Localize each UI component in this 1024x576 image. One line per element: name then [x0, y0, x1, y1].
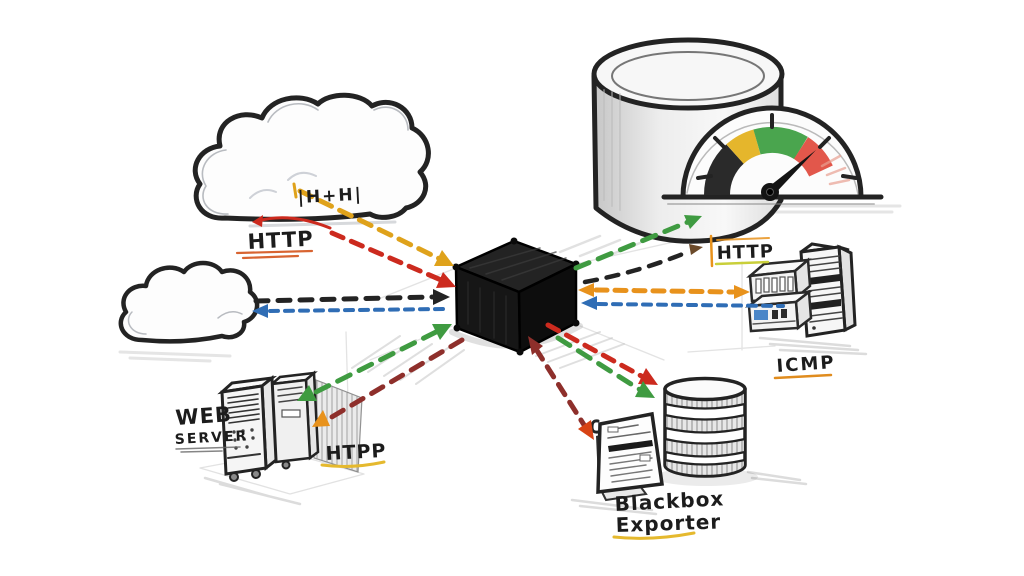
gauge-segment-red [793, 137, 833, 178]
http-cloud-swoosh-head [252, 215, 263, 227]
arrow-box-http-black-line [582, 248, 693, 285]
led-strip [754, 310, 768, 320]
arrows [252, 182, 785, 440]
icmp-underline [773, 373, 833, 380]
big-cloud [192, 92, 431, 222]
http-server-overline [716, 237, 770, 241]
icmp-server [744, 242, 857, 338]
arrow-cloud-red-head [436, 272, 456, 288]
arrow-smallcloud-black-head [433, 289, 450, 305]
arrow-box-db-red-line [545, 322, 648, 381]
gauge-segment-green [753, 126, 808, 160]
arrow-box-web-maroon-line [322, 337, 465, 424]
labels: |H+H| HTTP WEB SERVER HTPP HTTP ICMP Bla… [174, 185, 836, 540]
http-server-vline [709, 234, 714, 268]
gauge-segment-yellow [726, 129, 762, 165]
arrow-box-web-green-head-box [432, 324, 452, 340]
http-server-label: HTTP [716, 241, 774, 264]
arrow-cloud-yellow-line [297, 188, 443, 262]
server-vents [755, 276, 794, 294]
arrow-box-gauge-green-head [684, 215, 702, 229]
arrow-cloud-red-line [329, 230, 444, 283]
arrow-smallcloud-black-line [253, 294, 435, 304]
arrow-box-db-green-head [635, 381, 655, 398]
http-cloud-label: HTTP [247, 227, 314, 254]
small-cloud [118, 260, 260, 344]
arrow-box-gauge-green-line [573, 219, 691, 271]
arrow-box-db-red-head [638, 368, 658, 385]
arrow-box-exporter-head-exporter [578, 420, 594, 440]
arrow-icmp-box-blue-line [596, 302, 785, 308]
arrow-box-exporter-line [533, 346, 589, 431]
exporter-label-line2: Exporter [615, 509, 721, 537]
web-server [217, 370, 363, 482]
arrow-box-web-green-line [309, 329, 439, 397]
exporter-underline [612, 531, 696, 540]
arrow-cloud-yellow-head [434, 250, 454, 266]
http-cloud-underline [235, 249, 314, 260]
http-server-underline [714, 260, 770, 266]
arrow-box-icmp-orange-head-server [734, 285, 750, 299]
exporter-label-line1: Blackbox [614, 486, 725, 516]
cloud-scribble-label: |H+H| [297, 185, 363, 208]
htpp-underline [320, 460, 386, 468]
icmp-label: ICMP [776, 352, 836, 377]
gauge-hub-center [766, 188, 774, 196]
arrow-icmp-box-blue-head [581, 296, 597, 310]
web-server-label-line2: SERVER [174, 428, 248, 448]
blackbox-cube [452, 237, 580, 356]
gauge [661, 105, 884, 205]
arrow-box-smallcloud-blue-line [268, 307, 446, 313]
arrow-box-web-orange-head [312, 410, 330, 427]
blackbox-exporter-device [590, 411, 664, 502]
gauge-segment-black [703, 144, 745, 196]
arrow-box-http-black-head [689, 244, 703, 255]
arrow-box-icmp-orange-line [593, 287, 736, 295]
web-server-label-line1: WEB [175, 402, 233, 430]
arrow-box-web-green-head-web [297, 385, 317, 401]
arrow-box-smallcloud-blue-head [252, 304, 268, 318]
http-cloud-swoosh [256, 216, 332, 230]
arrow-box-icmp-orange-head-box [578, 283, 594, 297]
gauge-ticks [696, 113, 858, 180]
cloud-scribble-tick [292, 182, 298, 199]
web-server-underline [175, 446, 241, 453]
database-stack [663, 376, 747, 478]
arrow-box-db-green-line [555, 335, 645, 394]
arrow-box-exporter-head-box [528, 336, 543, 355]
htpp-label: HTPP [325, 440, 387, 465]
